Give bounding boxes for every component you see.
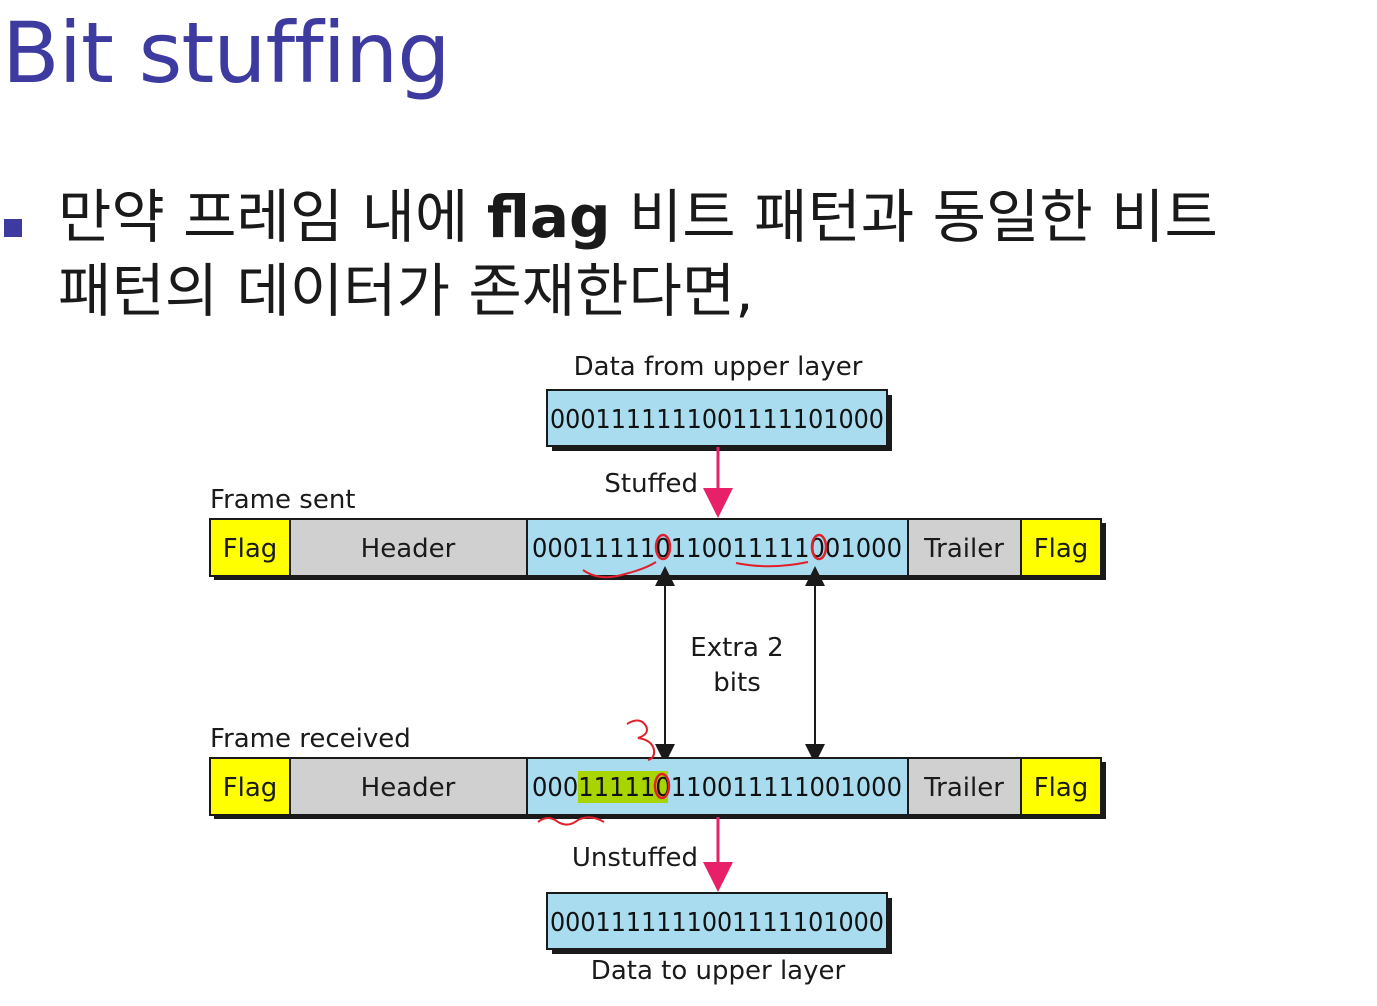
- recv-flag-left-text: Flag: [223, 773, 278, 803]
- top-data-label: Data from upper layer: [574, 352, 863, 382]
- recv-stuffed-bit-circle: [653, 772, 671, 800]
- recv-header-text: Header: [361, 773, 456, 803]
- sent-stuffed-bit-circle-1: [654, 533, 672, 561]
- bottom-data-label: Data to upper layer: [591, 956, 846, 986]
- extra-bits-label-1: Extra 2: [690, 633, 783, 663]
- sent-header-text: Header: [361, 534, 456, 564]
- bullet-text-flag: flag: [486, 183, 611, 251]
- sent-flag-right-text: Flag: [1034, 534, 1089, 564]
- sent-flag-right: [1020, 518, 1102, 577]
- recv-highlight-green: [578, 771, 668, 803]
- sent-header: [289, 518, 528, 577]
- bullet-text-part2: 비트 패턴과 동일한 비트: [610, 183, 1218, 251]
- recv-trailer-text: Trailer: [923, 773, 1004, 803]
- sent-flag-left-text: Flag: [223, 534, 278, 564]
- bullet-text-part1: 만약 프레임 내에: [58, 183, 487, 251]
- recv-flag-right-text: Flag: [1034, 773, 1089, 803]
- sent-trailer-text: Trailer: [923, 534, 1004, 564]
- sent-underline-2: [735, 561, 809, 568]
- recv-header: [289, 757, 528, 816]
- top-data-box: 0001111111001111101000: [546, 389, 892, 451]
- recv-underline-scribble: [537, 816, 605, 826]
- frame-sent: Flag Header 000111110110011111001000 Tra…: [209, 518, 1106, 580]
- top-data-bits: 0001111111001111101000: [550, 405, 884, 435]
- bottom-data-bits: 0001111111001111101000: [550, 908, 884, 938]
- sent-flag-left: [209, 518, 291, 577]
- page-title: Bit stuffing: [2, 4, 451, 102]
- sent-data-bits: 000111110110011111001000: [532, 534, 902, 564]
- bullet-text-line2: 패턴의 데이터가 존재한다면,: [58, 257, 754, 325]
- recv-data-bits: 000111110110011111001000: [532, 773, 902, 803]
- sent-data-box: [526, 518, 909, 577]
- extra-bits-label-2: bits: [713, 668, 760, 698]
- recv-scribble-3: [626, 719, 656, 761]
- recv-flag-right: [1020, 757, 1102, 816]
- bullet-text: 만약 프레임 내에 flag 비트 패턴과 동일한 비트 패턴의 데이터가 존재…: [58, 180, 1358, 328]
- sent-stuffed-bit-circle-2: [810, 533, 828, 561]
- sent-underline-1: [582, 561, 657, 579]
- frame-received: Flag Header 000111110110011111001000 Tra…: [209, 757, 1106, 819]
- stuffed-label: Stuffed: [604, 469, 698, 499]
- bottom-data-box: 0001111111001111101000: [546, 892, 892, 954]
- frame-received-label: Frame received: [210, 724, 411, 754]
- frame-sent-label: Frame sent: [210, 485, 356, 515]
- bullet-marker: [4, 219, 22, 237]
- unstuffed-label: Unstuffed: [572, 843, 698, 873]
- sent-trailer: [907, 518, 1022, 577]
